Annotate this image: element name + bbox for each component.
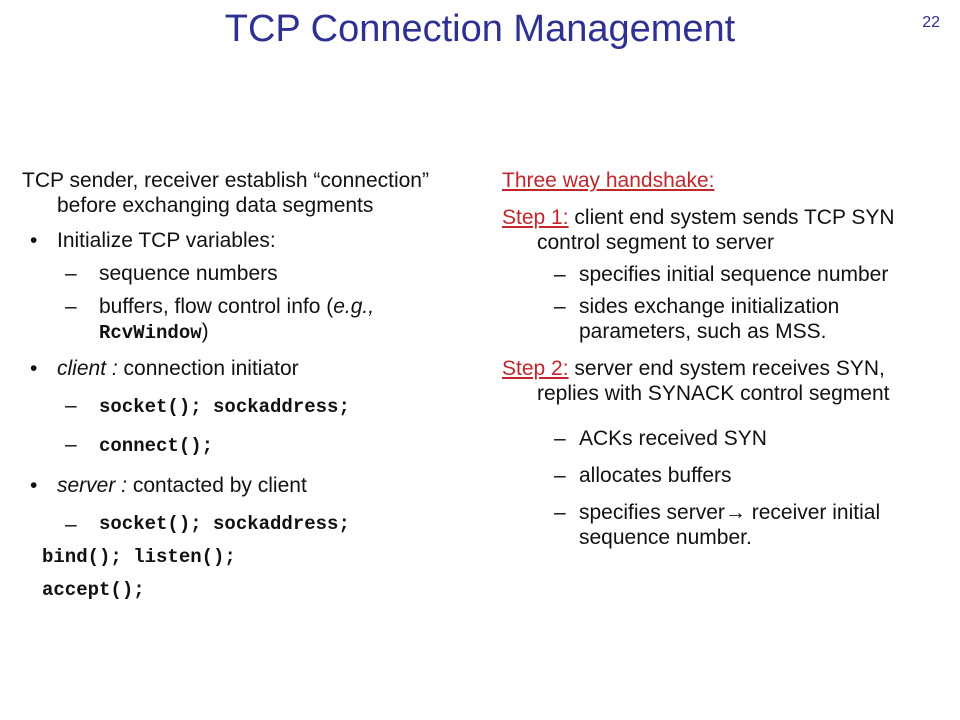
dash-marker: – — [65, 262, 77, 285]
step1-sub1: – specifies initial sequence number — [502, 262, 942, 287]
bullet-marker: • — [30, 474, 38, 497]
code-line: socket(); sockaddress; — [99, 513, 350, 535]
eg-text: e.g., — [333, 295, 375, 318]
sub-buffers: – buffers, flow control info (e.g., RcvW… — [22, 294, 472, 346]
server-label: server : — [57, 474, 128, 497]
handshake-heading-text: Three way handshake: — [502, 169, 715, 192]
sub-text: sides exchange initialization parameters… — [579, 295, 840, 343]
slide-title: TCP Connection Management — [224, 8, 736, 50]
step1-sub2: – sides exchange initialization paramete… — [502, 294, 942, 344]
dash-marker: – — [554, 427, 566, 450]
sub-text: receiver initial sequence number. — [579, 501, 881, 549]
handshake-heading: Three way handshake: — [502, 168, 942, 193]
dash-marker: – — [554, 464, 566, 487]
dash-marker: – — [554, 263, 566, 286]
client-label: client : — [57, 357, 118, 380]
step2-sub2: – allocates buffers — [502, 463, 942, 488]
step2-label: Step 2: — [502, 357, 569, 380]
bullet-init-vars: • Initialize TCP variables: — [22, 228, 472, 253]
sub-text: allocates buffers — [579, 464, 732, 487]
step1-text: client end system sends TCP SYN control … — [537, 206, 895, 254]
step2-sub1: – ACKs received SYN — [502, 426, 942, 451]
arrow-icon: → — [724, 501, 746, 524]
dash-marker: – — [65, 433, 77, 456]
sub-sequence-numbers: – sequence numbers — [22, 261, 472, 286]
left-column: TCP sender, receiver establish “connecti… — [22, 168, 472, 607]
code-text: socket(); sockaddress; — [99, 396, 350, 418]
code-line: bind(); listen(); — [42, 546, 236, 568]
bullet-server: • server : contacted by client — [22, 473, 472, 498]
sub-text: ACKs received SYN — [579, 427, 767, 450]
page-number: 22 — [922, 14, 940, 31]
sub-client-code1: – socket(); sockaddress; — [22, 393, 472, 420]
dash-marker: – — [65, 394, 77, 417]
client-text: connection initiator — [117, 357, 299, 380]
server-text: contacted by client — [127, 474, 307, 497]
dash-marker: – — [65, 295, 77, 318]
sub-text: specifies server — [579, 501, 725, 524]
bullet-marker: • — [30, 357, 38, 380]
dash-marker: – — [65, 513, 77, 536]
right-column: Three way handshake: Step 1: client end … — [502, 168, 942, 550]
code-rcvwindow: RcvWindow — [99, 322, 202, 344]
sub-text: specifies initial sequence number — [579, 263, 889, 286]
bullet-client: • client : connection initiator — [22, 356, 472, 381]
sub-server-code: – socket(); sockaddress; bind(); listen(… — [22, 508, 472, 607]
bullet-text: Initialize TCP variables: — [57, 229, 276, 252]
dash-marker: – — [554, 295, 566, 318]
code-line: accept(); — [42, 579, 145, 601]
sub-text-close: ) — [201, 320, 209, 343]
sub-text: buffers, flow control info ( — [99, 295, 334, 318]
step2-text: server end system receives SYN, replies … — [537, 357, 890, 405]
code-text: connect(); — [99, 435, 214, 457]
intro-text: TCP sender, receiver establish “connecti… — [22, 169, 429, 217]
step1: Step 1: client end system sends TCP SYN … — [502, 205, 942, 255]
step1-label: Step 1: — [502, 206, 569, 229]
step2: Step 2: server end system receives SYN, … — [502, 356, 942, 406]
dash-marker: – — [554, 501, 566, 524]
sub-client-code2: – connect(); — [22, 432, 472, 459]
sub-text: sequence numbers — [99, 262, 278, 285]
step2-sub3: – specifies server→ receiver initial seq… — [502, 500, 942, 550]
bullet-marker: • — [30, 229, 38, 252]
